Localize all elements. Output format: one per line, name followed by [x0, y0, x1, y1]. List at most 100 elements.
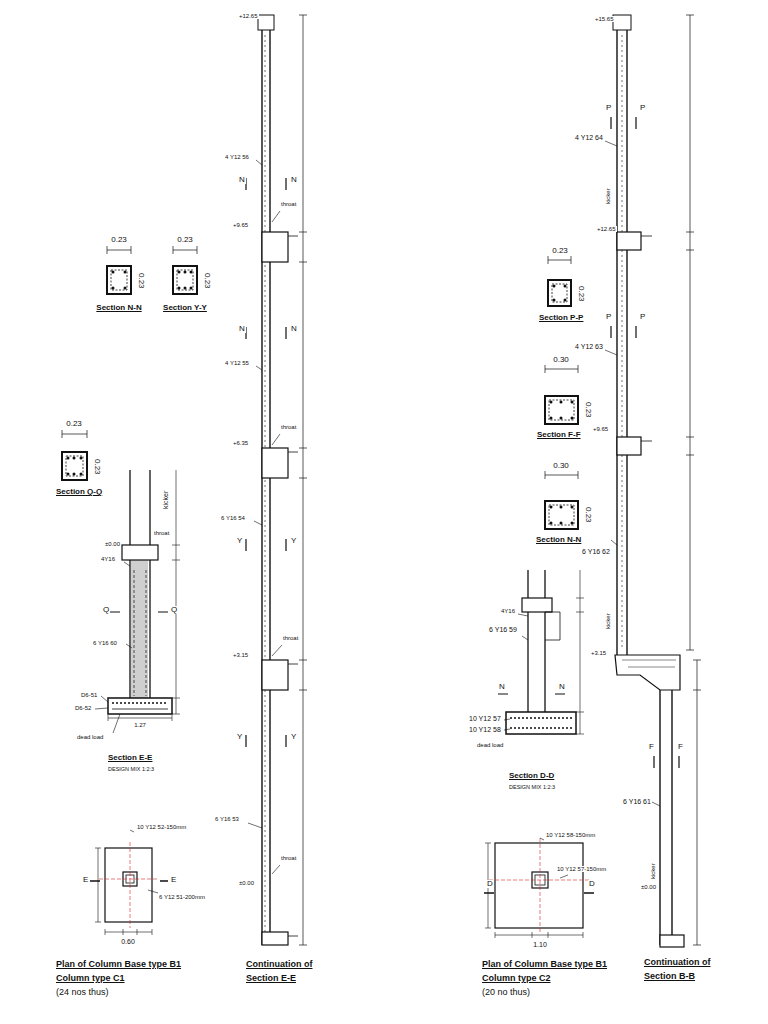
dimension: 0.23: [65, 420, 83, 428]
rebar-callout: 10 Y12 58-150mm: [545, 832, 596, 838]
rebar-callout: 10 Y12 57: [468, 715, 502, 722]
dimension: 0.23: [137, 272, 145, 290]
section-e-e: [95, 470, 180, 733]
section-mark: D: [486, 880, 494, 888]
dimension: 0.23: [93, 458, 101, 476]
throat-note: throat: [280, 855, 297, 861]
section-mark: Y: [236, 733, 243, 741]
section-mark: N: [290, 176, 298, 184]
elevation-level: ±0.00: [104, 541, 121, 547]
rebar-callout: 10 Y12 58: [468, 726, 502, 733]
rebar-callout: 4Y16: [500, 608, 516, 614]
section-title: Section Y-Y: [162, 304, 208, 312]
rebar-callout: D6-52: [74, 705, 92, 711]
design-mix-note: DESIGN MIX 1:2:3: [107, 767, 155, 773]
elevation-level: +6.35: [232, 440, 249, 446]
kicker-note: kicker: [650, 862, 656, 880]
dimension: 0.23: [551, 247, 569, 255]
continuation-title: Continuation of: [245, 960, 313, 969]
section-mark: N: [290, 325, 298, 333]
section-d-d: [498, 570, 584, 734]
dimension: 0.30: [552, 356, 570, 364]
section-mark: Y: [236, 537, 243, 545]
dimension: 0.23: [110, 236, 128, 244]
dimension: 1.27: [133, 722, 147, 728]
rebar-callout: 6 Y16 61: [622, 798, 652, 805]
rebar-callout: 6 Y12 51-200mm: [158, 894, 206, 900]
section-mark: E: [170, 876, 177, 884]
rebar-callout: 4 Y12 64: [574, 134, 604, 141]
section-mark: P: [605, 313, 612, 321]
dimension: 0.23: [584, 401, 592, 419]
dead-load-note: dead load: [76, 734, 104, 740]
section-title: Section D-D: [508, 772, 555, 780]
continuation-title: Section B-B: [643, 972, 696, 981]
throat-note: throat: [280, 424, 297, 430]
throat-note: throat: [282, 635, 299, 641]
plan-title: Plan of Column Base type B1: [55, 960, 182, 969]
section-mark: Q: [170, 606, 178, 614]
rebar-callout: D6-51: [80, 692, 98, 698]
dimension: 0.23: [577, 285, 585, 303]
dimension: 1.10: [532, 941, 548, 948]
rebar-callout: 10 Y12 52-150mm: [136, 824, 187, 830]
throat-note: throat: [153, 530, 170, 536]
section-title: Section P-P: [538, 314, 584, 322]
section-mark: N: [498, 683, 506, 691]
throat-note: throat: [280, 201, 297, 207]
section-mark: Y: [290, 537, 297, 545]
section-mark: P: [639, 313, 646, 321]
section-mark: Y: [290, 733, 297, 741]
section-squares: [62, 266, 578, 529]
kicker-note: kicker: [605, 187, 611, 205]
dimension: 0.30: [552, 462, 570, 470]
continuation-title: Section E-E: [245, 974, 297, 983]
elevation-level: +9.65: [232, 222, 249, 228]
section-mark: E: [82, 876, 89, 884]
section-mark: Q: [102, 606, 110, 614]
continuation-title: Continuation of: [643, 958, 711, 967]
rebar-callout: 4Y16: [100, 556, 116, 562]
dead-load-note: dead load: [476, 742, 504, 748]
elevation-level: ±0.00: [238, 880, 255, 886]
section-title: Section N-N: [535, 536, 582, 544]
dimension: 0.23: [584, 506, 592, 524]
section-mark: P: [605, 104, 612, 112]
section-title: Section N-N: [95, 304, 142, 312]
section-mark: F: [648, 743, 655, 751]
quantity-note: (24 nos thus): [55, 988, 110, 997]
dimension: 0.23: [176, 236, 194, 244]
kicker-note: kicker: [605, 612, 611, 630]
rebar-callout: 4 Y12 55: [224, 360, 250, 366]
plan-title: Column type C2: [481, 974, 552, 983]
section-title: Section Q-Q: [55, 488, 103, 496]
floor-beams: [262, 232, 288, 945]
rebar-callout: 6 Y16 60: [92, 640, 118, 646]
section-mark: N: [238, 176, 246, 184]
elevation-level: +9.65: [592, 426, 609, 432]
dimension: 0.60: [120, 938, 136, 945]
rebar-callout: 6 Y16 53: [214, 816, 240, 822]
kicker-note: kicker: [162, 490, 169, 510]
dimension: 0.23: [203, 272, 211, 290]
elevation-level: +3.15: [232, 652, 249, 658]
column-cap: [258, 15, 274, 30]
rebar-callout: 4 Y12 63: [574, 343, 604, 350]
plan-base-c1: [90, 830, 168, 935]
section-mark: P: [639, 104, 646, 112]
elevation-level: +12.65: [238, 13, 259, 19]
rebar-callout: 6 Y16 59: [488, 626, 518, 633]
rebar-callout: 6 Y16 54: [220, 515, 246, 521]
section-mark: N: [238, 325, 246, 333]
plan-base-c2: [484, 838, 594, 938]
section-title: Section E-E: [107, 754, 153, 762]
elevation-level: +12.65: [596, 226, 617, 232]
elevation-level: +15.65: [594, 16, 615, 22]
quantity-note: (20 no thus): [481, 988, 531, 997]
section-title: Section F-F: [536, 431, 582, 439]
section-mark: D: [588, 880, 596, 888]
rebar-callout: 4 Y12 56: [224, 154, 250, 160]
section-mark: N: [558, 683, 566, 691]
section-mark: F: [677, 743, 684, 751]
rebar-callout: 6 Y16 62: [581, 548, 611, 555]
